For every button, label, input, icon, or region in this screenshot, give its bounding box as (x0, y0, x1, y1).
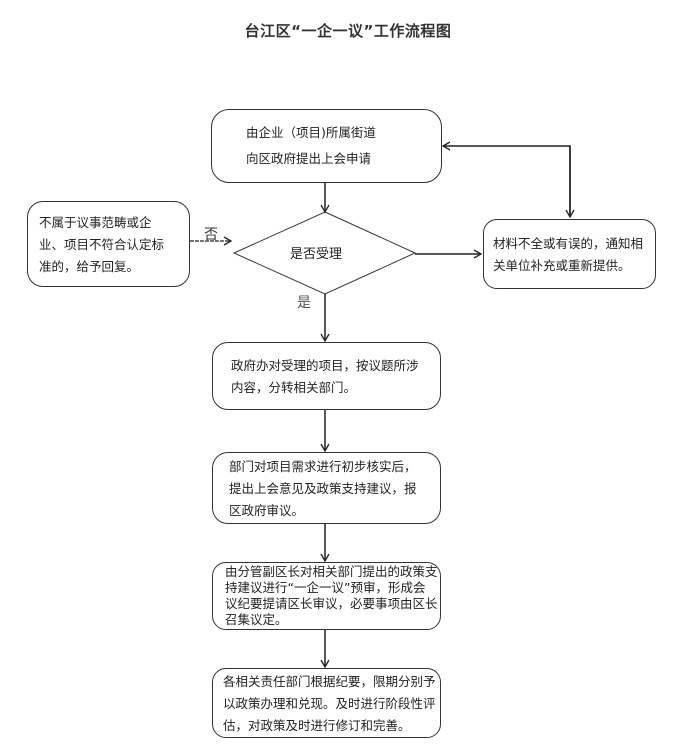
node-step2: 部门对项目需求进行初步核实后， 提出上会意见及政策支持建议，报 区政府审议。 (212, 452, 441, 524)
node-step2-line-2: 提出上会意见及政策支持建议，报 (229, 481, 417, 496)
node-supplement-line-1: 材料不全或有误的，通知相 (493, 236, 644, 251)
node-step2-line-1: 部门对项目需求进行初步核实后， (229, 459, 417, 474)
node-start-line-1: 由企业（项目)所属街道 (246, 125, 376, 140)
node-step1: 政府办对受理的项目，按议题所涉 内容，分转相关部门。 (212, 342, 441, 410)
node-start-line-2: 向区政府提出上会申请 (246, 151, 372, 166)
node-start: 由企业（项目)所属街道 向区政府提出上会申请 (211, 109, 442, 183)
node-step3-line-4: 召集议定。 (225, 612, 288, 627)
node-supplement-line-2: 关单位补充或重新提供。 (493, 258, 631, 273)
page-title: 台江区“一企一议”工作流程图 (244, 22, 452, 40)
node-reject-line-2: 业、项目不符合认定标 (39, 237, 165, 252)
node-reject-line-1: 不属于议事范畴或企 (39, 215, 152, 230)
node-supplement: 材料不全或有误的，通知相 关单位补充或重新提供。 (483, 219, 656, 289)
node-step3-line-2: 持建议进行“一企一议”预审，形成会 (225, 580, 426, 595)
node-reject: 不属于议事范畴或企 业、项目不符合认定标 准的，给予回复。 (27, 201, 190, 287)
node-reject-line-3: 准的，给予回复。 (39, 259, 140, 274)
node-step1-line-1: 政府办对受理的项目，按议题所涉 (231, 358, 419, 373)
node-step3-line-3: 议纪要提请区长审议，必要事项由区长 (225, 596, 438, 611)
node-step3: 由分管副区长对相关部门提出的政策支 持建议进行“一企一议”预审，形成会 议纪要提… (212, 562, 441, 630)
node-step4: 各相关责任部门根据纪要，限期分别予 以政策办理和兑现。及时进行阶段性评 估，对政… (212, 668, 441, 738)
arrow-loop-supplement (441, 141, 571, 216)
node-step1-line-2: 内容，分转相关部门。 (231, 380, 357, 395)
node-step4-line-1: 各相关责任部门根据纪要，限期分别予 (223, 674, 436, 689)
edge-label-yes: 是 (297, 295, 311, 311)
decision-label: 是否受理 (290, 247, 343, 262)
node-step4-line-3: 估，对政策及时进行修订和完善。 (223, 718, 411, 733)
node-step3-line-1: 由分管副区长对相关部门提出的政策支 (225, 564, 438, 579)
node-step4-line-2: 以政策办理和兑现。及时进行阶段性评 (223, 696, 436, 711)
edge-label-no: 否 (204, 227, 218, 243)
node-step2-line-3: 区政府审议。 (229, 503, 305, 518)
